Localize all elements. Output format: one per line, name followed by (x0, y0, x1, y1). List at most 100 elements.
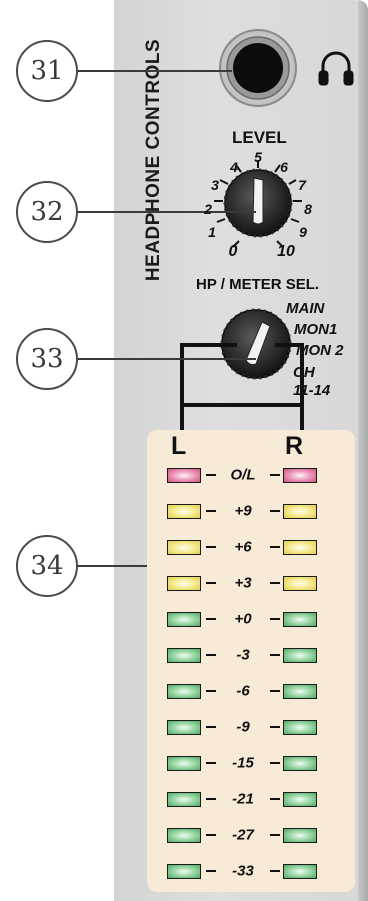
meter-dash (270, 798, 280, 800)
meter-led-right (283, 864, 317, 879)
level-scale-number: 6 (280, 159, 288, 175)
headphone-jack-icon (219, 29, 297, 107)
level-scale-number: 9 (299, 224, 307, 240)
callout-leader-31 (76, 70, 232, 72)
panel-edge (358, 0, 368, 901)
meter-dash (206, 726, 216, 728)
meter-segment-label: +9 (234, 502, 252, 520)
meter-dash (206, 546, 216, 548)
callout-number: 31 (30, 56, 64, 86)
meter-segment-label: +3 (234, 574, 252, 592)
meter-segment-label: -27 (232, 826, 254, 844)
meter-led-right (283, 756, 317, 771)
hp-meter-selector-knob (220, 308, 292, 380)
meter-dash (270, 582, 280, 584)
meter-led-right (283, 792, 317, 807)
meter-dash (270, 546, 280, 548)
meter-dash (206, 798, 216, 800)
meter-segment-label: -33 (232, 862, 254, 880)
level-scale-number: 0 (228, 243, 238, 260)
selector-option-ch: CH (293, 364, 315, 381)
meter-led-left (167, 828, 201, 843)
callout-number: 32 (30, 197, 64, 227)
meter-left-channel-label: L (171, 432, 187, 460)
meter-segment-label: +0 (234, 610, 252, 628)
meter-dash (270, 834, 280, 836)
meter-dash (206, 870, 216, 872)
meter-dash (270, 654, 280, 656)
meter-dash (270, 762, 280, 764)
callout-leader-33 (76, 358, 256, 360)
meter-led-right (283, 612, 317, 627)
level-scale-number: 4 (230, 159, 238, 175)
meter-segment-label: -6 (236, 682, 250, 700)
meter-dash (270, 690, 280, 692)
meter-led-right (283, 504, 317, 519)
meter-dash (206, 762, 216, 764)
callout-34: 34 (16, 535, 78, 597)
level-scale-number: 5 (254, 149, 262, 165)
meter-segment-label: -9 (236, 718, 250, 736)
meter-segment-label: +6 (234, 538, 252, 556)
level-scale-number: 3 (211, 177, 219, 193)
meter-dash (206, 618, 216, 620)
selector-option-mon2: MON 2 (296, 342, 344, 359)
meter-segment-label: O/L (230, 466, 256, 484)
callout-33: 33 (16, 328, 78, 390)
meter-led-left (167, 648, 201, 663)
meter-dash (270, 510, 280, 512)
selector-option-main: MAIN (286, 300, 325, 317)
meter-led-left (167, 612, 201, 627)
callout-number: 33 (30, 344, 64, 374)
selector-option-ch-range: 11-14 (293, 382, 331, 399)
meter-led-left (167, 504, 201, 519)
meter-segment-label: -3 (236, 646, 250, 664)
meter-led-left (167, 468, 201, 483)
callout-31: 31 (16, 40, 78, 102)
meter-segment-label: -15 (232, 754, 254, 772)
meter-led-left (167, 684, 201, 699)
meter-led-right (283, 648, 317, 663)
level-scale-number: 1 (208, 224, 216, 240)
selector-option-mon1: MON1 (294, 321, 338, 338)
meter-led-left (167, 864, 201, 879)
meter-segment-label: -21 (232, 790, 254, 808)
meter-dash (206, 690, 216, 692)
level-scale-number: 8 (304, 201, 312, 217)
level-scale-number: 7 (298, 177, 306, 193)
meter-dash (270, 618, 280, 620)
meter-dash (270, 474, 280, 476)
meter-led-right (283, 828, 317, 843)
meter-led-left (167, 540, 201, 555)
meter-led-left (167, 576, 201, 591)
callout-32: 32 (16, 181, 78, 243)
meter-bracket (180, 343, 304, 433)
meter-led-right (283, 576, 317, 591)
meter-dash (206, 474, 216, 476)
meter-led-left (167, 720, 201, 735)
hp-meter-sel-label: HP / METER SEL. (196, 276, 320, 293)
level-scale-ticks (214, 160, 302, 248)
level-scale-number: 2 (204, 201, 212, 217)
level-label: LEVEL (232, 128, 287, 147)
callout-leader-34 (76, 565, 154, 567)
meter-dash (206, 510, 216, 512)
meter-led-right (283, 468, 317, 483)
callout-leader-32 (76, 211, 256, 213)
meter-dash (206, 834, 216, 836)
meter-led-right (283, 540, 317, 555)
meter-dash (270, 726, 280, 728)
meter-dash (270, 870, 280, 872)
meter-led-left (167, 792, 201, 807)
headphones-icon (318, 51, 354, 86)
meter-led-right (283, 684, 317, 699)
meter-dash (206, 654, 216, 656)
meter-led-left (167, 756, 201, 771)
level-knob (223, 168, 293, 238)
meter-right-channel-label: R (285, 432, 304, 460)
level-scale-number: 10 (277, 243, 295, 260)
meter-led-right (283, 720, 317, 735)
meter-dash (206, 582, 216, 584)
callout-number: 34 (30, 551, 64, 581)
